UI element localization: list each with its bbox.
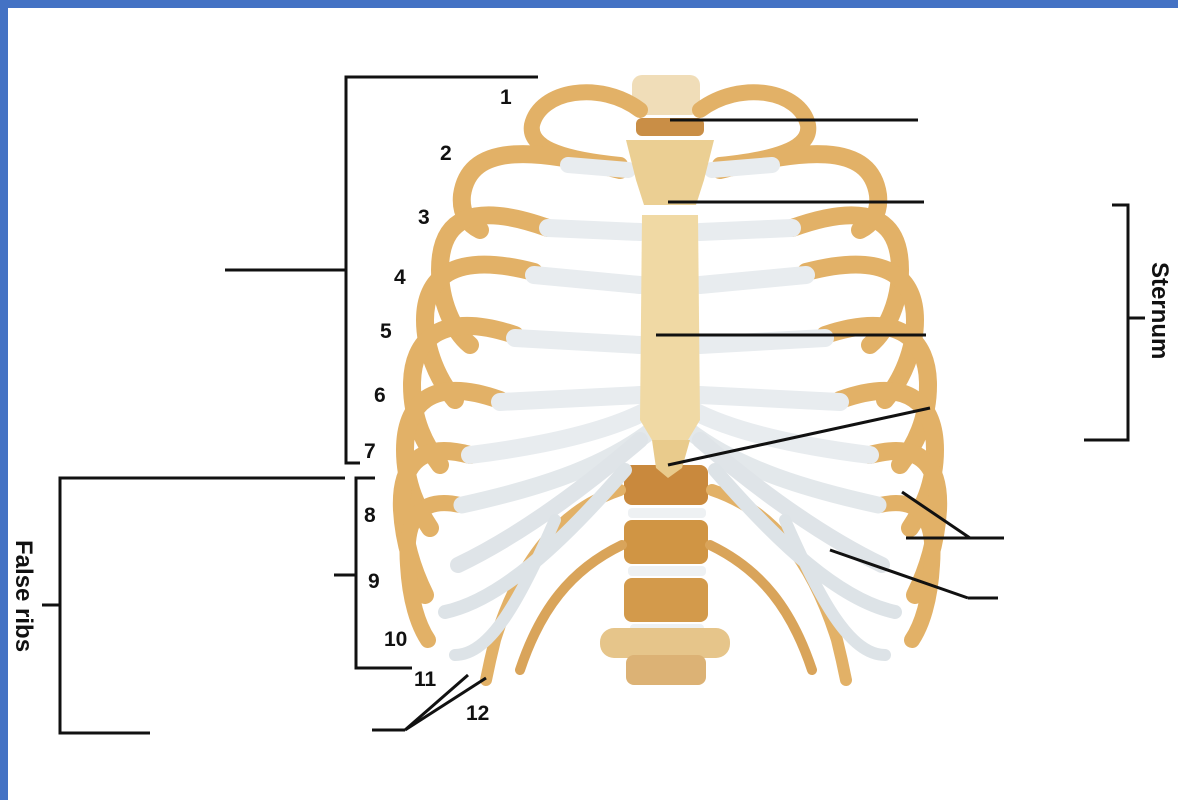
rib-number-7: 7 (364, 440, 376, 463)
rib-number-4: 4 (394, 266, 406, 289)
rib-number-1: 1 (500, 86, 512, 109)
rib-number-12: 12 (466, 702, 489, 725)
sternum-label: Sternum (1146, 262, 1173, 359)
false-ribs-label: False ribs (10, 540, 37, 652)
rib-number-6: 6 (374, 384, 386, 407)
false-ribs-bracket (60, 478, 345, 733)
rib-number-5: 5 (380, 320, 392, 343)
rib-number-2: 2 (440, 142, 452, 165)
rib-number-8: 8 (364, 504, 376, 527)
rib-number-3: 3 (418, 206, 430, 229)
rib-number-9: 9 (368, 570, 380, 593)
rib-number-10: 10 (384, 628, 407, 651)
rib-number-11: 11 (414, 668, 437, 691)
sternum-bracket (1084, 205, 1128, 440)
